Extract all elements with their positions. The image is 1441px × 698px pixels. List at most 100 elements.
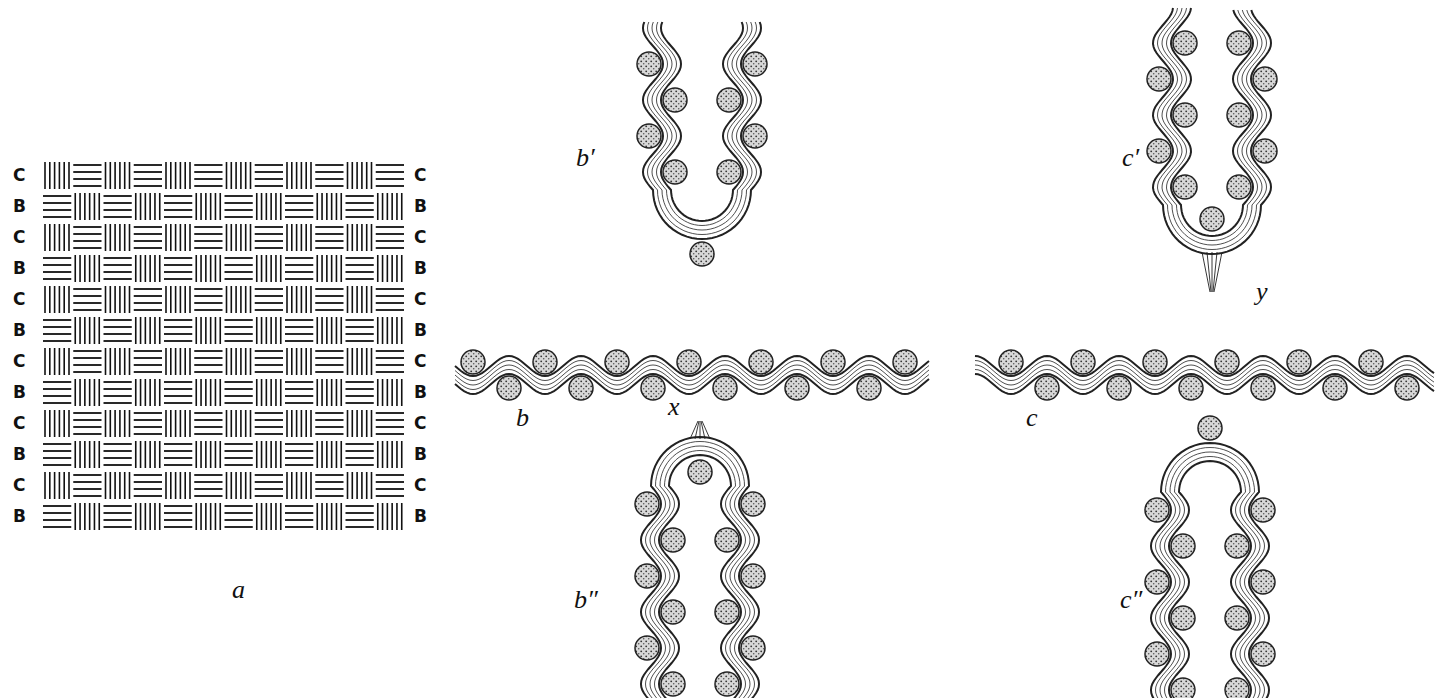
weave-stroke [361, 286, 363, 313]
band-tail [1207, 252, 1211, 292]
weave-stroke [296, 224, 298, 251]
weave-stroke [73, 350, 101, 352]
weave-stroke [164, 505, 192, 507]
weave-stroke [110, 162, 112, 189]
weave-stroke [195, 317, 197, 344]
weave-stroke [226, 410, 228, 437]
weave-stroke [401, 255, 403, 282]
weave-stroke [321, 503, 323, 530]
weave-stroke [184, 224, 186, 251]
weave-stroke [286, 348, 288, 375]
weave-stroke [135, 379, 137, 406]
weave-stroke [356, 472, 358, 499]
weave-stroke [240, 472, 242, 499]
band-strand [1153, 8, 1271, 254]
rod-section [1200, 207, 1224, 231]
weave-stroke [347, 348, 349, 375]
weave-stroke [134, 433, 162, 435]
weave-stroke [305, 410, 307, 437]
figure-letter: b′ [576, 145, 595, 171]
weave-stroke [346, 209, 374, 211]
weave-stroke [49, 286, 51, 313]
weave-stroke [84, 193, 86, 220]
weave-stroke [240, 348, 242, 375]
weave-stroke [377, 317, 379, 344]
rod-section [1107, 376, 1131, 400]
weave-stroke [270, 503, 272, 530]
rod-section [1225, 678, 1249, 698]
weave-stroke [235, 348, 237, 375]
weave-stroke [305, 348, 307, 375]
weave-stroke [59, 410, 61, 437]
weave-stroke [235, 410, 237, 437]
weave-stroke [149, 193, 151, 220]
weave-stroke [195, 441, 197, 468]
weave-stroke [396, 317, 398, 344]
weave-stroke [361, 162, 363, 189]
weave-stroke [140, 441, 142, 468]
weave-stroke [346, 443, 374, 445]
weave-stroke [98, 193, 100, 220]
weave-stroke [371, 472, 373, 499]
weave-stroke [104, 195, 132, 197]
weave-stroke [285, 457, 313, 459]
weave-stroke [194, 364, 222, 366]
weave-stroke [215, 503, 217, 530]
weave-stroke [175, 224, 177, 251]
weave-stroke [305, 162, 307, 189]
weave-stroke [340, 255, 342, 282]
rod-section [661, 600, 685, 624]
weave-stroke [43, 381, 71, 383]
band-tail [1212, 252, 1213, 292]
weave-stroke [215, 193, 217, 220]
weave-stroke [84, 379, 86, 406]
rod-section [1171, 606, 1195, 630]
weave-stroke [73, 226, 101, 228]
weave-stroke [382, 503, 384, 530]
band-strand [1160, 452, 1260, 698]
weave-stroke [43, 257, 71, 259]
weave-stroke [340, 317, 342, 344]
weave-stroke [401, 379, 403, 406]
weave-stroke [63, 472, 65, 499]
weave-stroke [98, 441, 100, 468]
weave-stroke [89, 317, 91, 344]
rod-section [663, 160, 687, 184]
weave-stroke [135, 441, 137, 468]
band-strand [641, 437, 759, 698]
weave-stroke [94, 379, 96, 406]
band-strand [650, 446, 750, 698]
row-letter: B [414, 198, 427, 215]
weave-stroke [114, 286, 116, 313]
weave-stroke [154, 441, 156, 468]
weave-stroke [280, 193, 282, 220]
weave-stroke [134, 364, 162, 366]
weave-stroke [43, 505, 71, 507]
weave-stroke [286, 286, 288, 313]
weave-stroke [54, 472, 56, 499]
rod-section [637, 52, 661, 76]
weave-stroke [387, 441, 389, 468]
row-letter: B [13, 322, 26, 339]
figure-letter: c [1026, 405, 1038, 431]
weave-stroke [164, 512, 192, 514]
weave-stroke [255, 488, 283, 490]
weave-stroke [73, 488, 101, 490]
weave-stroke [376, 226, 404, 228]
rod-section [715, 600, 739, 624]
weave-stroke [331, 503, 333, 530]
weave-stroke [225, 333, 253, 335]
weave-stroke [315, 488, 343, 490]
weave-stroke [129, 348, 131, 375]
weave-stroke [205, 441, 207, 468]
weave-stroke [63, 410, 65, 437]
rod-section [717, 160, 741, 184]
weave-stroke [175, 286, 177, 313]
weave-stroke [356, 224, 358, 251]
weave-stroke [225, 264, 253, 266]
weave-stroke [110, 348, 112, 375]
weave-stroke [210, 193, 212, 220]
weave-stroke [346, 202, 374, 204]
weave-stroke [189, 162, 191, 189]
weave-stroke [194, 295, 222, 297]
